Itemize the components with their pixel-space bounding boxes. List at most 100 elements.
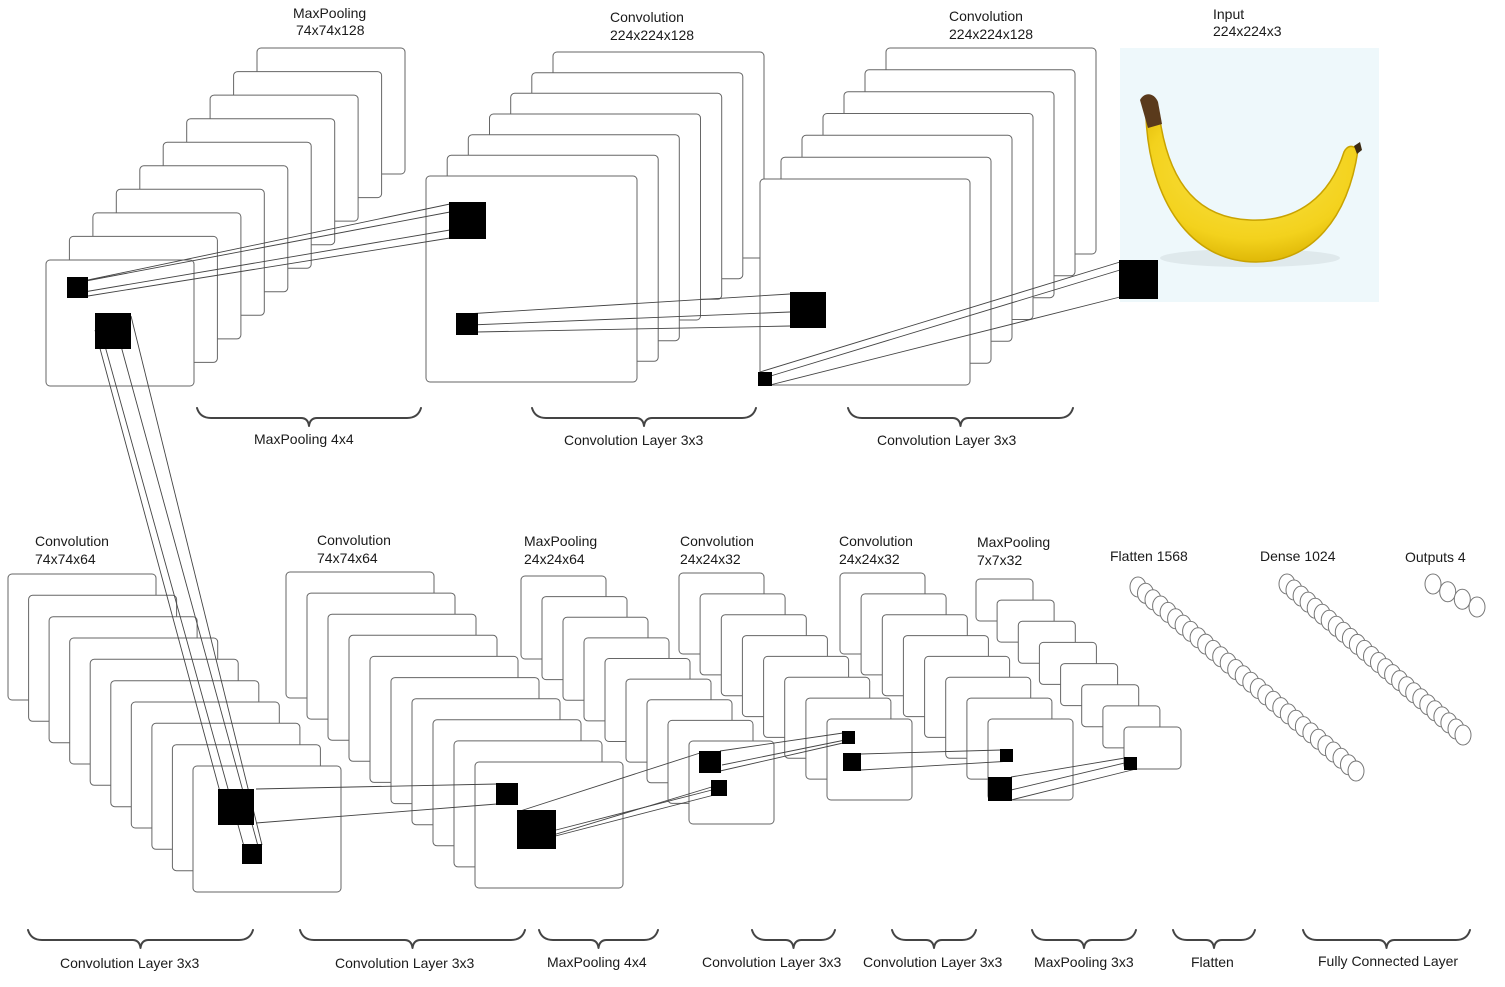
stack-label-conv-top-mid-dims: 224x224x128	[610, 27, 694, 43]
stack-label-maxpool-top-dims: 74x74x128	[296, 22, 365, 38]
stack-label-flatten: Flatten 1568	[1110, 548, 1188, 564]
stack-label-maxpool-b6-name: MaxPooling	[977, 534, 1050, 550]
receptive-field-line	[721, 737, 856, 766]
receptive-field-square	[496, 783, 518, 805]
receptive-field-line	[719, 742, 844, 772]
op-label-bottom-conv-3: Convolution Layer 3x3	[702, 954, 842, 970]
receptive-field-line	[475, 325, 791, 333]
receptive-field-line	[759, 261, 1121, 373]
receptive-field-line	[1010, 760, 1134, 791]
receptive-field-line	[87, 203, 451, 281]
receptive-field-links	[69, 203, 1137, 851]
stack-label-maxpool-b3-dims: 24x24x64	[524, 551, 585, 567]
op-label-bottom-conv-2: Convolution Layer 3x3	[335, 955, 475, 971]
operation-brace	[847, 407, 1074, 427]
receptive-field-line	[130, 315, 263, 846]
stack-conv-b5	[839, 572, 1074, 801]
operation-brace	[299, 929, 526, 949]
operation-brace	[196, 407, 422, 427]
receptive-field-square	[758, 372, 772, 386]
op-label-top-conv-mid: Convolution Layer 3x3	[564, 432, 704, 448]
feature-map	[826, 718, 913, 801]
receptive-field-square	[1119, 260, 1158, 299]
receptive-field-square	[449, 202, 486, 239]
receptive-field-line	[71, 229, 451, 295]
neuron	[1439, 581, 1457, 603]
neuron	[1453, 588, 1471, 610]
receptive-field-square	[95, 313, 131, 349]
receptive-field-square	[843, 753, 861, 771]
op-label-top-maxpool: MaxPooling 4x4	[254, 431, 354, 447]
neuron	[1347, 760, 1365, 782]
banana-body	[1145, 117, 1359, 263]
neurons-dense	[1278, 573, 1472, 746]
banana-photo-icon	[1120, 48, 1379, 302]
feature-map	[192, 765, 342, 893]
stack-label-input-name: Input	[1213, 6, 1244, 22]
receptive-field-line	[763, 269, 1121, 379]
receptive-field-squares	[67, 202, 1158, 864]
operation-brace	[891, 929, 977, 949]
receptive-field-square	[842, 731, 855, 744]
receptive-field-square	[1000, 749, 1013, 762]
stack-conv-top-right	[759, 47, 1097, 386]
receptive-field-line	[516, 752, 701, 813]
receptive-field-line	[465, 293, 791, 315]
receptive-field-line	[555, 789, 713, 831]
stack-label-maxpool-b3-name: MaxPooling	[524, 533, 597, 549]
receptive-field-line	[117, 334, 259, 847]
receptive-field-square	[1124, 757, 1137, 770]
stack-label-conv-b1-name: Convolution	[35, 533, 109, 549]
stack-label-input-dims: 224x224x3	[1213, 23, 1282, 39]
receptive-field-square	[988, 777, 1012, 801]
receptive-field-line	[87, 237, 451, 297]
stack-label-conv-b5-name: Convolution	[839, 533, 913, 549]
stack-label-conv-top-right-dims: 224x224x128	[949, 26, 1033, 42]
stack-label-conv-b4-dims: 24x24x32	[680, 551, 741, 567]
receptive-field-square	[67, 277, 88, 298]
receptive-field-line	[104, 345, 246, 851]
stack-conv-b2	[285, 571, 624, 889]
banana-tip	[1354, 142, 1362, 154]
stack-maxpool-b6	[975, 578, 1182, 770]
stack-label-conv-b5-dims: 24x24x32	[839, 551, 900, 567]
stack-maxpool-top	[45, 47, 406, 387]
feature-map	[759, 178, 971, 386]
receptive-field-line	[539, 793, 719, 841]
operation-brace	[1031, 929, 1137, 949]
operation-brace	[531, 407, 757, 427]
stack-conv-b4	[678, 572, 913, 801]
receptive-field-line	[1010, 768, 1137, 801]
operation-brace	[751, 929, 836, 949]
receptive-field-line	[69, 211, 451, 285]
operation-brace	[27, 929, 254, 949]
stack-label-conv-b2-dims: 74x74x64	[317, 550, 378, 566]
op-label-bottom-conv-1: Convolution Layer 3x3	[60, 955, 200, 971]
operation-brace	[1172, 929, 1256, 949]
feature-map-stacks	[7, 47, 1182, 893]
receptive-field-square	[517, 810, 556, 849]
stack-label-conv-b2-name: Convolution	[317, 532, 391, 548]
stack-label-conv-top-right-name: Convolution	[949, 8, 1023, 24]
receptive-field-line	[1010, 757, 1126, 778]
operation-brace	[1302, 929, 1471, 949]
operation-brace	[538, 929, 659, 949]
neuron-columns	[1129, 573, 1486, 782]
receptive-field-line	[94, 329, 221, 793]
receptive-field-line	[860, 760, 1013, 771]
receptive-field-square	[711, 780, 727, 796]
receptive-field-square	[699, 751, 721, 773]
stack-label-conv-b4-name: Convolution	[680, 533, 754, 549]
stack-label-maxpool-b6-dims: 7x7x32	[977, 552, 1022, 568]
receptive-field-line	[255, 783, 498, 790]
banana-stem	[1140, 94, 1162, 128]
stack-maxpool-b3	[520, 575, 775, 825]
stack-label-outputs: Outputs 4	[1405, 549, 1466, 565]
op-label-top-conv-right: Convolution Layer 3x3	[877, 432, 1017, 448]
neuron	[1424, 573, 1442, 595]
feature-map	[1123, 726, 1182, 770]
stack-label-conv-top-mid-name: Convolution	[610, 9, 684, 25]
op-label-bottom-maxpool-2: MaxPooling 3x3	[1034, 954, 1134, 970]
stack-conv-top-mid	[425, 51, 765, 383]
